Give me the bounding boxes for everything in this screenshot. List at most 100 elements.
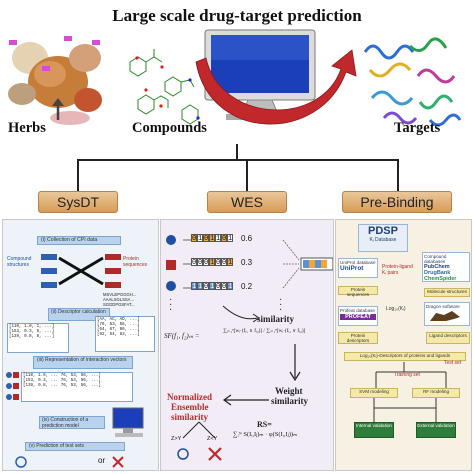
descriptors-line: Log₁₀(Kᵢ)-Descriptors of proteins and li… (344, 352, 466, 361)
fingerprint-bit: 1 (197, 234, 203, 243)
score-3: 0.2 (241, 282, 253, 291)
similarity2-label: similarity (171, 412, 208, 422)
log-ki-label: Log₁₀(Kᵢ) (386, 306, 406, 312)
compound-db-box: Compound databases PubChem DrugBank Chem… (422, 252, 470, 282)
fingerprint-bit: 0 (191, 258, 197, 267)
fingerprint-bit: 1 (197, 282, 203, 291)
diagram-title: Large scale drug-target prediction (112, 6, 362, 25)
compound-vector-1: [110, 1.0, 1, ...] (9, 325, 55, 329)
sysdt-step5: (v) Prediction of test sets (29, 443, 85, 449)
tree-branch-left (77, 159, 79, 191)
fingerprint-bit: 0 (221, 282, 227, 291)
fingerprint-bit: 1 (209, 282, 215, 291)
fingerprint-bit: 0 (203, 234, 209, 243)
pdsp-title: PDSP (368, 225, 398, 237)
compound-db-label: Compound databases (424, 254, 447, 264)
validation-arrows-icon (373, 398, 437, 422)
compound-vector-2: [153, 0.3, 5, ...] (9, 330, 55, 334)
cpi-cross-icon (41, 254, 121, 288)
prebinding-panel: PDSP Kᵢ Database UniProt database UniPro… (335, 219, 472, 471)
sysdt-panel: (i) Collection of CPI data Compound stru… (2, 219, 159, 471)
internal-validation-box: Internal validation (354, 422, 394, 438)
seq-line-1: MSVLEPGGGH... (103, 292, 137, 297)
pdsp-subtitle: Kᵢ Database (369, 237, 397, 243)
profeat-db-box: Profeat database PROFEAT (338, 306, 378, 326)
vertical-ellipsis: ··· (169, 295, 173, 316)
sf-label: SF(f₁, f₂)ₘ = (164, 332, 200, 340)
dragon-label: Dragon software (426, 304, 460, 309)
chemspider-logo: ChemSpider (424, 276, 457, 282)
fingerprint-diagram (166, 235, 333, 291)
similarity-arrow-icon (222, 305, 260, 323)
left-arrow-icon (222, 394, 269, 406)
protein-descriptors-label: Protein descriptors (338, 332, 378, 344)
top-illustration (6, 29, 462, 140)
compound-structures-label: Compound structures (7, 256, 32, 268)
rs-label: RS= (257, 420, 272, 429)
tab-sysdt: SysDT (38, 191, 118, 213)
herbs-image (6, 32, 108, 140)
dragon-icon (430, 311, 460, 321)
interaction-vector-3: [139, 0.8, ... 76, 53, 56, ...] (23, 384, 101, 388)
normalized-label: Normalized (167, 392, 212, 402)
protein-sequences-label: Protein sequences (123, 256, 148, 268)
profeat-logo: PROFEAT (340, 314, 376, 320)
pubchem-logo: PubChem (424, 264, 450, 270)
seq-line-2: AAALSGLSSA... (103, 297, 134, 302)
protein-vector-3: [64, 67, 96, ...] (97, 328, 140, 332)
external-validation-box: External validation (416, 422, 456, 438)
training-set-label: Training set (394, 372, 420, 378)
protein-vector-2: [76, 53, 56, ...] (97, 323, 140, 327)
fingerprint-bit: 1 (209, 234, 215, 243)
sf-formula: ∑ᵢ₌₁ⁿ[wᵢ·(fᵢ₁ ∧ fᵢ₂)] / ∑ᵢ₌₁ⁿ[wᵢ·(fᵢ₁ ∨ … (223, 328, 306, 334)
sysdt-step3: (iii) Representation of interaction vect… (37, 357, 127, 363)
sysdt-step2: (ii) Descriptor calculation (51, 309, 106, 315)
compounds-image (129, 49, 200, 125)
tree-stem (236, 144, 238, 160)
compound-vectors: [110, 1.0, 1, ...] [153, 0.3, 5, ...] [1… (7, 323, 69, 353)
compounds-label: Compounds (132, 120, 207, 136)
fingerprint-bit: 0 (221, 258, 227, 267)
profeat-db-label: Profeat database (340, 308, 375, 313)
decision-branch-icon (177, 421, 222, 461)
protein-ligand-label: Protein-ligand Kᵢ pairs (382, 264, 413, 276)
fingerprint-bit: 1 (227, 234, 233, 243)
red-arrow-icon (195, 49, 357, 125)
svm-modeling-label: SVM modeling (350, 388, 398, 398)
lt-label: Z<Y (207, 436, 218, 442)
test-set-label: Test set (444, 360, 462, 366)
protein-vectors: [AA, AC, AD, ...] [76, 53, 56, ...] [64,… (95, 316, 155, 352)
molecule-structures-label: Molecule structures (424, 288, 470, 297)
sysdt-step1: (i) Collection of CPI data (41, 237, 98, 243)
fingerprint-bit: 0 (221, 234, 227, 243)
seq-line-3: SGGDPGSFAT... (103, 302, 135, 307)
fingerprint-bit: 0 (215, 282, 221, 291)
tree-branch-middle (246, 159, 248, 191)
score-1: 0.6 (241, 234, 253, 243)
rf-modeling-label: RF modeling (412, 388, 460, 398)
prediction-result-icon (15, 456, 124, 468)
ligand-descriptors-label: Ligand descriptors (426, 332, 470, 344)
gt-label: Z>Y (171, 436, 182, 442)
tree-bar (77, 159, 399, 161)
interaction-vector-1: [110, 1.0, ... 76, 53, 56, ...] (23, 374, 101, 378)
ensemble-label: Ensemble (171, 402, 209, 412)
interaction-vector-2: [153, 0.3, ... 76, 53, 56, ...] (23, 379, 101, 383)
similarity3-label: similarity (271, 396, 308, 406)
rs-formula: ∑ᵢᴺ S(Iᵢ,Iⱼ)ₘ · φ(S(Iᵢ,Iⱼ))ₘ (233, 431, 298, 438)
dragon-box: Dragon software (424, 302, 470, 326)
targets-label: Targets (394, 120, 441, 136)
pdsp-db-box: PDSP Kᵢ Database (358, 224, 408, 252)
tab-pre-binding: Pre-Binding (342, 191, 452, 213)
uniprot-box: UniProt database UniProt (338, 258, 378, 278)
pair-markers-icon (6, 372, 19, 400)
weight-label: Weight (275, 386, 303, 396)
score-2: 0.3 (241, 258, 253, 267)
fingerprint-bit: 0 (203, 282, 209, 291)
fingerprint-bit: 0 (215, 258, 221, 267)
interaction-vectors: [110, 1.0, ... 76, 53, 56, ...] [153, 0.… (21, 372, 133, 402)
uniprot-label: UniProt database (340, 260, 376, 265)
